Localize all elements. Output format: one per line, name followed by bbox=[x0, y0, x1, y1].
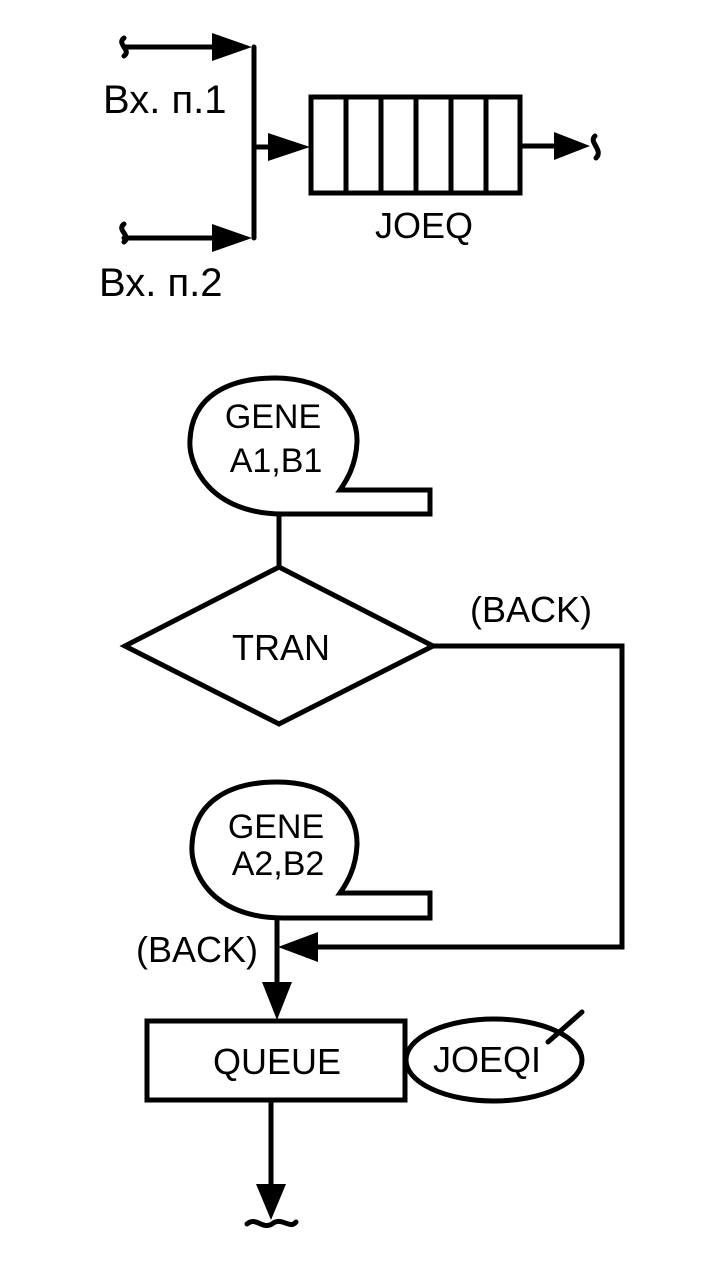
input-1-arrowhead bbox=[212, 33, 252, 61]
queue-ref-label: JOEQI bbox=[433, 1039, 541, 1080]
queue-output-wave bbox=[590, 133, 601, 161]
to-queue-arrowhead bbox=[268, 133, 310, 161]
queue-block-output-arrowhead bbox=[256, 1184, 286, 1220]
generate-1-line-2: A1,B1 bbox=[230, 442, 323, 480]
back-label-right: (BACK) bbox=[470, 589, 592, 630]
transfer-diamond bbox=[119, 564, 439, 727]
generate-2-line-1: GENE bbox=[228, 808, 324, 846]
queue-output-arrowhead bbox=[554, 132, 590, 160]
generate-1-line-1: GENE bbox=[225, 398, 321, 436]
input-2-label: Вх. п.2 bbox=[99, 261, 222, 305]
generate-2-block bbox=[189, 779, 433, 921]
queue-ref-ellipse bbox=[403, 1016, 585, 1104]
to-queue-block-arrowhead bbox=[262, 982, 292, 1020]
queue-label: JOEQ bbox=[375, 205, 473, 246]
back-branch-arrowhead bbox=[278, 932, 318, 962]
input-1-label: Вх. п.1 bbox=[103, 78, 226, 122]
queue-block-output-wave bbox=[244, 1218, 299, 1228]
queue-block-label: QUEUE bbox=[213, 1041, 341, 1082]
input-2-arrowhead bbox=[212, 224, 252, 252]
queue-ref-slash bbox=[545, 1009, 585, 1045]
transfer-label: TRAN bbox=[232, 627, 330, 668]
back-label-left: (BACK) bbox=[136, 929, 258, 970]
generate-1-block bbox=[187, 375, 433, 517]
generate-2-line-2: A2,B2 bbox=[232, 845, 325, 883]
back-branch-line bbox=[312, 643, 625, 950]
